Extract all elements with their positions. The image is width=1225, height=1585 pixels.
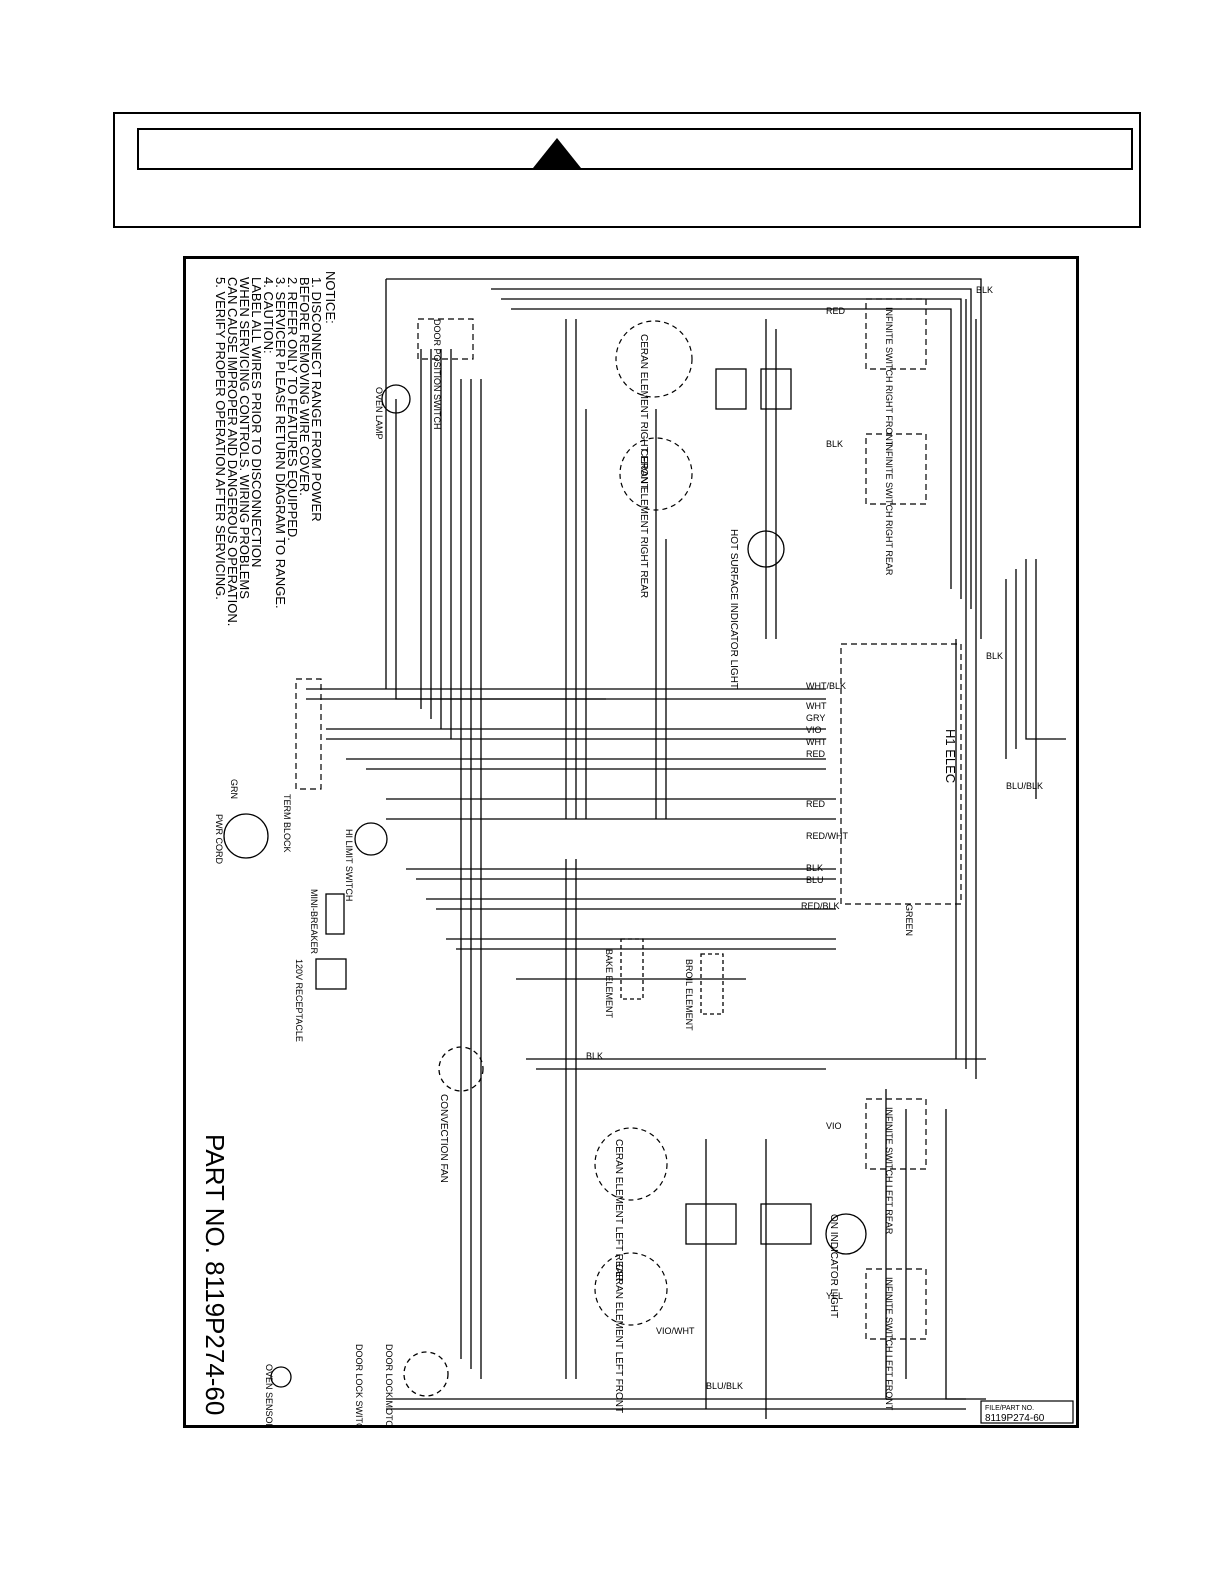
bake-element-label: BAKE ELEMENT — [604, 949, 614, 1019]
ceran-right-rear-label: CERAN ELEMENT RIGHT REAR — [638, 449, 649, 598]
sw-right-front-label: INFINITE SWITCH RIGHT FRONT — [884, 307, 894, 447]
pwr-cord-label: PWR CORD — [214, 814, 224, 864]
hot-surface-light-icon — [747, 530, 785, 568]
on-indicator-light-icon — [825, 1213, 867, 1255]
bake-element-icon — [620, 938, 644, 1000]
notice-item: LABEL ALL WIRES PRIOR TO DISCONNECTION — [249, 277, 264, 567]
connector-p5-icon — [760, 1203, 812, 1245]
ceran-right-front-label: CERAN ELEMENT RIGHT FRONT — [638, 334, 649, 490]
ceran-right-front-icon — [615, 320, 693, 398]
receptacle-label: 120V RECEPTACLE — [294, 959, 304, 1042]
wire-label: GRY — [806, 713, 825, 723]
grn-label: GRN — [229, 779, 239, 799]
hot-light-label: HOT SURFACE INDICATOR LIGHT — [728, 529, 739, 689]
wire-label: BLK — [806, 863, 823, 873]
wire-label: WHT/BLK — [806, 681, 846, 691]
term-block-label: TERM BLOCK — [282, 794, 292, 853]
file-part-box: FILE/PART NO. 8119P274-60 — [980, 1400, 1074, 1424]
notice-item: BEFORE REMOVING WIRE COVER. — [297, 277, 312, 496]
door-lock-motor-icon — [403, 1351, 449, 1397]
warning-triangle-icon — [533, 138, 581, 168]
control-board-box — [840, 643, 962, 905]
notice-item: 5. VERIFY PROPER OPERATION AFTER SERVICI… — [213, 277, 228, 600]
hi-limit-switch-icon — [354, 822, 388, 856]
control-name: H1 ELEC — [943, 729, 958, 783]
wires — [306, 278, 1066, 1419]
wire-label: BLK — [976, 285, 993, 295]
power-cord-plug-icon — [223, 813, 269, 859]
wire-label: RED — [806, 749, 826, 759]
oven-sensor-icon — [270, 1366, 292, 1388]
wire-label: VIO/WHT — [656, 1326, 695, 1336]
hi-limit-label: HI LIMIT SWITCH — [344, 829, 354, 901]
labels: NOTICE: 1. DISCONNECT RANGE FROM POWER B… — [200, 271, 1043, 1436]
part-number: PART NO. 8119P274-60 — [200, 1134, 230, 1415]
ceran-left-rear-icon — [594, 1127, 668, 1201]
door-lock-switch-label: DOOR LOCK SWITCH — [354, 1344, 364, 1425]
sw-left-rear-label: INFINITE SWITCH LEFT REAR — [884, 1107, 894, 1235]
notice-item: 2. REFER ONLY TO FEATURES EQUIPPED. — [285, 277, 300, 541]
oven-lamp-label: OVEN LAMP — [374, 387, 384, 440]
oven-sensor-label: OVEN SENSOR — [264, 1364, 274, 1425]
term-block-box — [295, 678, 322, 790]
notice-item: 3. SERVICER PLEASE RETURN DIAGRAM TO RAN… — [273, 277, 288, 609]
wire-label: RED — [826, 306, 846, 316]
notice-item: 4. CAUTION: — [261, 277, 276, 354]
wire-label: BLK — [986, 651, 1003, 661]
wire-label: RED — [806, 799, 826, 809]
mini-breaker-icon — [325, 893, 345, 935]
notice-item: 1. DISCONNECT RANGE FROM POWER — [309, 277, 324, 522]
ceran-right-rear-icon — [619, 437, 693, 511]
wire-label: WHT — [806, 701, 827, 711]
ceran-left-rear-label: CERAN ELEMENT LEFT REAR — [613, 1139, 624, 1281]
connector-p1-icon — [715, 368, 747, 410]
ground-label: GREEN — [904, 904, 914, 936]
switches — [295, 298, 962, 1340]
door-position-switch-box — [417, 318, 474, 360]
wire-label: VIO — [826, 1121, 842, 1131]
infinite-switch-right-front-box — [865, 298, 927, 370]
notice-heading: NOTICE: — [323, 271, 338, 324]
infinite-switch-left-front-box — [865, 1268, 927, 1340]
oven-lamp-icon — [381, 384, 411, 414]
wire-label: BLU — [806, 875, 824, 885]
ceran-left-front-label: CERAN ELEMENT LEFT FRONT — [613, 1264, 624, 1413]
warning-header — [137, 128, 1133, 170]
broil-element-label: BROIL ELEMENT — [684, 959, 694, 1031]
wire-label: BLK — [586, 1051, 603, 1061]
convection-fan-icon — [438, 1046, 484, 1092]
components — [223, 368, 867, 1397]
receptacle-icon — [315, 958, 347, 990]
on-light-label: ON INDICATOR LIGHT — [828, 1214, 839, 1318]
wire-label: VIO — [806, 725, 822, 735]
wiring-diagram: NOTICE: 1. DISCONNECT RANGE FROM POWER B… — [183, 256, 1079, 1436]
notice-item: WHEN SERVICING CONTROLS. WIRING PROBLEMS — [237, 277, 252, 599]
convection-fan-label: CONVECTION FAN — [438, 1094, 449, 1183]
sw-right-rear-label: INFINITE SWITCH RIGHT REAR — [884, 442, 894, 576]
notice-item: CAN CAUSE IMPROPER AND DANGEROUS OPERATI… — [225, 277, 240, 626]
broil-element-icon — [700, 953, 724, 1015]
file-label: FILE/PART NO. — [985, 1405, 1034, 1412]
mini-breaker-label: MINI-BREAKER — [309, 889, 319, 955]
wire-label: WHT — [806, 737, 827, 747]
wire-label: RED/WHT — [806, 831, 848, 841]
infinite-switch-right-rear-box — [865, 433, 927, 505]
door-lock-motor-label: DOOR LOCK MOTOR — [384, 1344, 394, 1425]
door-switch-label: DOOR POSITION SWITCH — [432, 319, 442, 430]
sw-left-front-label: INFINITE SWITCH LEFT FRONT — [884, 1277, 894, 1411]
ceran-left-front-icon — [594, 1252, 668, 1326]
connector-p4-icon — [685, 1203, 737, 1245]
file-number: 8119P274-60 — [985, 1413, 1045, 1424]
wire-label: RED/BLK — [801, 901, 840, 911]
wire-label: BLU/BLK — [706, 1381, 743, 1391]
connector-p2-icon — [760, 368, 792, 410]
wire-label: BLK — [826, 439, 843, 449]
wire-label: YEL — [826, 1291, 843, 1301]
infinite-switch-left-rear-box — [865, 1098, 927, 1170]
ceran-elements — [594, 320, 693, 1326]
wiring-diagram-svg: NOTICE: 1. DISCONNECT RANGE FROM POWER B… — [200, 271, 1074, 1436]
warning-box — [113, 112, 1141, 228]
wire-label: BLU/BLK — [1006, 781, 1043, 791]
